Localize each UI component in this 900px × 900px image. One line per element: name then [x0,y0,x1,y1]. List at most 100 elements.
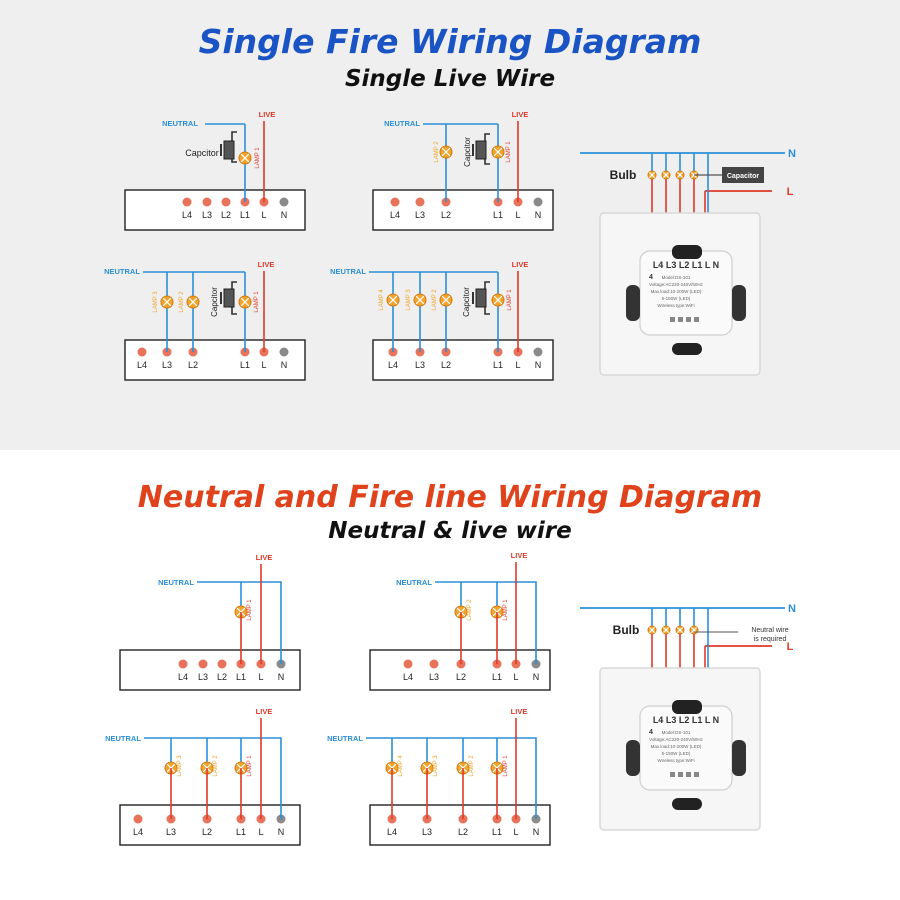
bottom-4gang-lamp-label-2: LAMP 2 [469,755,475,777]
top-2gang-term-L4-dot [390,197,400,207]
bottom-1gang-term-L3-label: L3 [198,672,208,682]
bottom-3gang-term-L2-label: L2 [202,827,212,837]
bottom-1gang-neutral-wire [197,581,282,664]
top-device-terminal-row: L4 L3 L2 L1 L N [653,260,719,270]
bottom-2gang-lamp-label-1: LAMP 1 [503,599,509,621]
bottom-device-port-3 [694,772,699,777]
top-device-gang-number: 4 [649,274,653,281]
bottom-3gang-live-label: LIVE [256,707,273,716]
bottom-device-right-tab [732,740,746,776]
top-1gang-term-L1-label: L1 [240,210,250,220]
top-1gang-term-L2-label: L2 [221,210,231,220]
top-device-left-tab [626,285,640,321]
bottom-4gang-term-L4-label: L4 [387,827,397,837]
top-device-spec-3: Max.load:10-200W (LED) [651,289,702,294]
top-device-n-label: N [788,148,796,160]
top-2gang-term-L-label: L [515,210,520,220]
bottom-1gang-live-label: LIVE [256,553,273,562]
bottom-3gang-neutral-wire [144,737,282,819]
bottom-device-spec-3: Max.load:10-200W (LED) [651,744,702,749]
top-device-spec-4: 5-150W (LED) [662,296,691,301]
bottom-3gang-term-N-label: N [278,827,285,837]
bottom-device-bulb-3-cross [690,626,698,634]
top-2gang-term-L4-label: L4 [390,210,400,220]
top-4gang-box [372,339,554,381]
top-2gang-term-N-label: N [535,210,542,220]
bottom-1gang-term-N-label: N [278,672,285,682]
top-3gang-term-L-label: L [261,360,266,370]
bottom-2gang-term-L4-dot [403,659,413,669]
top-device-right-tab [732,285,746,321]
top-2gang-neutral-label: NEUTRAL [384,119,420,128]
top-device-bulb-label: Bulb [610,168,637,182]
bottom-device-n-label: N [788,603,796,615]
bottom-1gang-term-L2-label: L2 [217,672,227,682]
top-1gang-term-L-label: L [261,210,266,220]
top-1gang-cap-label: Capcitor [185,148,219,158]
top-1gang-lamp1-cross [240,153,250,163]
bottom-3gang-lamp-label-1: LAMP 2 [213,755,219,777]
top-device-spec-5: Wireless type:WiFi [657,303,694,308]
top-4gang-term-L1-label: L1 [493,360,503,370]
bottom-4gang-lamp-label-3: LAMP 1 [503,755,509,777]
bottom-4gang-neutral-wire [366,737,537,819]
top-3gang-term-N-label: N [281,360,288,370]
top-2gang-capacitor [475,140,487,160]
top-1gang-live-label: LIVE [259,110,276,119]
top-device-cap-box-label: Capacitor [727,173,760,180]
top-3gang-term-L4-dot [137,347,147,357]
top-4gang-neutral-label: NEUTRAL [330,267,366,276]
top-4gang-term-L3-label: L3 [415,360,425,370]
top-3gang-term-L1-label: L1 [240,360,250,370]
bottom-device-bulb-0-cross [648,626,656,634]
bottom-device-terminal-row: L4 L3 L2 L1 L N [653,715,719,725]
bottom-3gang-term-L3-label: L3 [166,827,176,837]
top-4gang-lamp1-cross [493,295,503,305]
bottom-device-note-1: Neutral wire [751,627,788,634]
top-2gang-lamp2-label: LAMP 2 [434,141,440,163]
top-2gang-term-L3-dot [415,197,425,207]
bottom-device-note-2: is required [754,636,787,643]
top-3gang-lamp3-cross [162,297,172,307]
bottom-device-bottom-clip [672,798,702,810]
top-1gang-term-L2-dot [221,197,231,207]
top-2gang-cap-label: Capcitor [463,137,472,167]
bottom-device-port-1 [678,772,683,777]
top-1gang-term-L4-dot [182,197,192,207]
bottom-4gang-lamp-label-0: LAMP 4 [398,755,404,777]
top-device-port-3 [694,317,699,322]
bottom-4gang-term-L3-label: L3 [422,827,432,837]
top-3gang-term-L2-label: L2 [188,360,198,370]
top-2gang-lamp1-cross [493,147,503,157]
top-device-l-label: L [787,186,794,198]
top-2gang-term-L1-label: L1 [493,210,503,220]
bottom-device-spec-1: Model:DS-101 [662,730,691,735]
top-4gang-capacitor [475,288,487,308]
top-device-bulb-0-cross [648,171,656,179]
bottom-2gang-neutral-label: NEUTRAL [396,578,432,587]
top-4gang-lamp4-label: LAMP 4 [379,289,385,311]
top-1gang-neutral-label: NEUTRAL [162,119,198,128]
top-2gang-term-L2-label: L2 [441,210,451,220]
top-3gang-cap-label: Capcitor [210,287,219,317]
bottom-1gang-lamp-label-0: LAMP 1 [247,599,253,621]
top-1gang-term-L4-label: L4 [182,210,192,220]
top-3gang-term-L4-label: L4 [137,360,147,370]
top-1gang-lamp1-label: LAMP 1 [255,147,261,169]
top-3gang-lamp1-cross [240,297,250,307]
neutral-fire-title: Neutral and Fire line Wiring Diagram [137,480,763,515]
bottom-3gang-neutral-label: NEUTRAL [105,734,141,743]
top-device-top-clip [672,245,702,259]
bottom-1gang-term-L2-dot [217,659,227,669]
bottom-2gang-term-L-label: L [513,672,518,682]
bottom-2gang-box [369,649,551,691]
bottom-3gang-lamp-label-0: LAMP 3 [177,755,183,777]
top-device-bulb-2-cross [676,171,684,179]
bottom-device-spec-4: 5-150W (LED) [662,751,691,756]
bottom-device-bulb-1-cross [662,626,670,634]
top-4gang-cap-label: Capcitor [462,287,471,317]
top-4gang-lamp3-cross [415,295,425,305]
top-4gang-lamp2-cross [441,295,451,305]
bottom-4gang-neutral-label: NEUTRAL [327,734,363,743]
top-device-bulb-1-cross [662,171,670,179]
